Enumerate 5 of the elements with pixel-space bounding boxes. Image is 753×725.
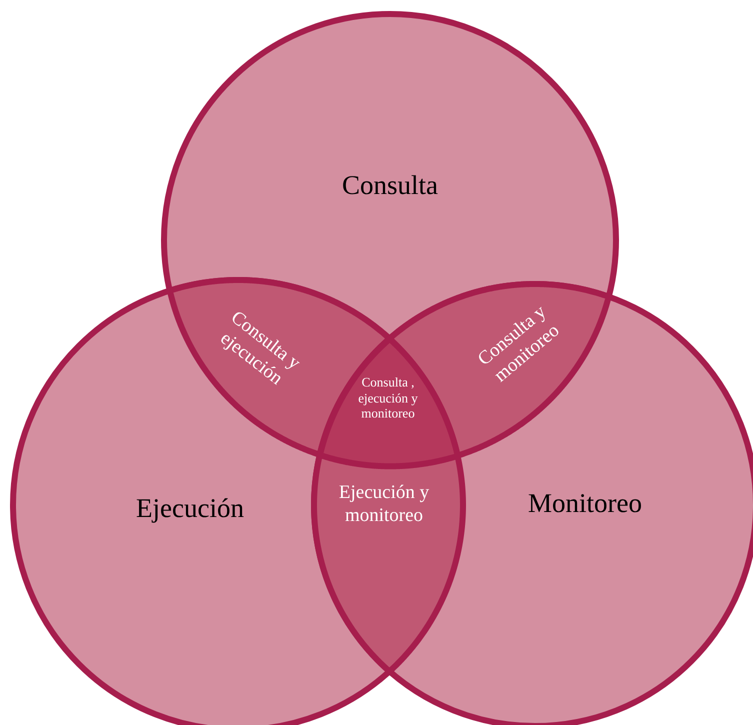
circle-label: Monitoreo bbox=[527, 486, 643, 520]
circle-label: Consulta bbox=[340, 168, 439, 202]
overlap-label: Consulta , ejecución y monitoreo bbox=[357, 374, 419, 422]
overlap-label: Ejecución y monitoreo bbox=[338, 482, 430, 528]
circle-label: Ejecución bbox=[135, 492, 245, 524]
